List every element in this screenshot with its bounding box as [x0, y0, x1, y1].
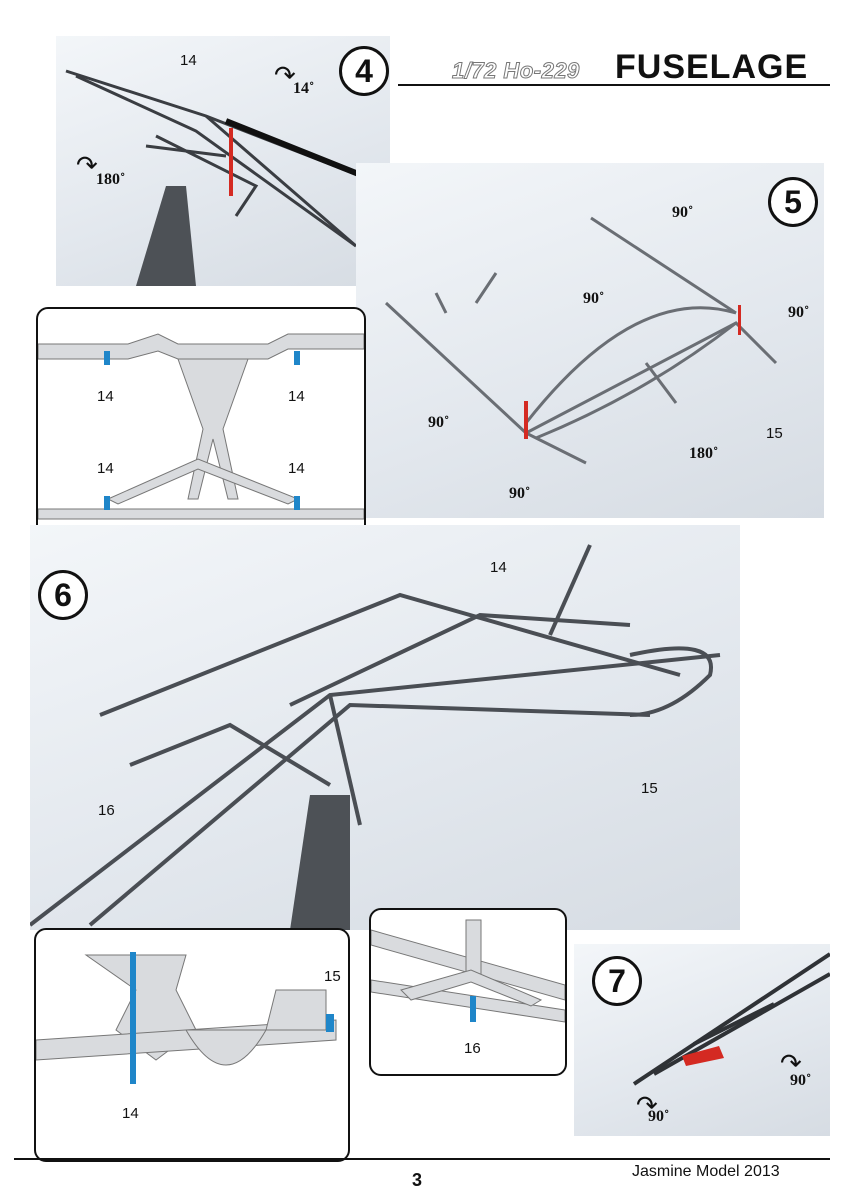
step7-photo: 7 ↷ 90˚ ↷ 90˚	[574, 944, 830, 1136]
model-name: 1/72 Ho-229	[452, 58, 580, 84]
step5-detail-label-14-tr: 14	[288, 388, 305, 405]
page-number: 3	[412, 1170, 423, 1190]
header-rule	[398, 84, 830, 86]
step4-label-14: 14	[180, 52, 197, 69]
step4-photo: 4 14 ↷ 14˚ ↷ 180˚	[56, 36, 390, 286]
step4-rotate-arrow-icon: ↷	[274, 60, 296, 90]
step6-photo: 6 14 16 15	[30, 525, 740, 930]
step5-rotation-right: 90˚	[788, 304, 810, 321]
step5-rotation-left: 90˚	[428, 414, 450, 431]
step7-rotation-right: 90˚	[790, 1072, 812, 1089]
step5-rotation-bottom: 90˚	[509, 485, 531, 502]
step5-photo: 5 15 90˚ 90˚ 90˚ 90˚ 90˚ 180˚	[356, 163, 824, 518]
step6-detail-label-15: 15	[324, 968, 341, 985]
footer-rule	[14, 1158, 830, 1160]
step6-detail-label-16: 16	[464, 1040, 481, 1057]
step7-rotate-arrow-icon-2: ↷	[636, 1090, 658, 1120]
step6-label-15: 15	[641, 780, 658, 797]
step5-detail-label-14-bl: 14	[97, 460, 114, 477]
step6-detail-left-inset: 15 14	[34, 928, 350, 1162]
step4-rotation-180: 180˚	[96, 171, 126, 188]
brand-credit: Jasmine Model 2013	[632, 1163, 780, 1180]
step7-rotation-left: 90˚	[648, 1108, 670, 1125]
step5-detail-label-14-br: 14	[288, 460, 305, 477]
step5-rotation-top: 90˚	[672, 204, 694, 221]
step7-number: 7	[592, 956, 642, 1006]
step5-rotation-mid: 90˚	[583, 290, 605, 307]
step5-detail-drawing	[38, 333, 364, 520]
step6-detail-right-inset: 16	[369, 908, 567, 1076]
step5-detail-inset: 14 14 14 14	[36, 307, 366, 551]
step4-rotation-14: 14˚	[293, 80, 315, 97]
step4-rotate-arrow-icon-2: ↷	[76, 150, 98, 180]
step6-detail-right-drawing	[371, 919, 565, 1023]
step5-number: 5	[768, 177, 818, 227]
step7-frame-drawing	[632, 952, 830, 1086]
step6-label-14: 14	[490, 559, 507, 576]
section-title: FUSELAGE	[615, 48, 809, 86]
step6-detail-label-14: 14	[122, 1105, 139, 1122]
step6-number: 6	[38, 570, 88, 620]
step7-rotate-arrow-icon: ↷	[780, 1048, 802, 1078]
step6-frame-drawing	[30, 544, 721, 930]
step5-rotation-180: 180˚	[689, 445, 719, 462]
step4-number: 4	[339, 46, 389, 96]
step6-label-16: 16	[98, 802, 115, 819]
step4-frame-drawing	[65, 69, 387, 286]
step5-label-15: 15	[766, 425, 783, 442]
step5-detail-label-14-tl: 14	[97, 388, 114, 405]
step5-frame-drawing	[384, 216, 778, 465]
step6-detail-left-drawing	[36, 952, 337, 1084]
